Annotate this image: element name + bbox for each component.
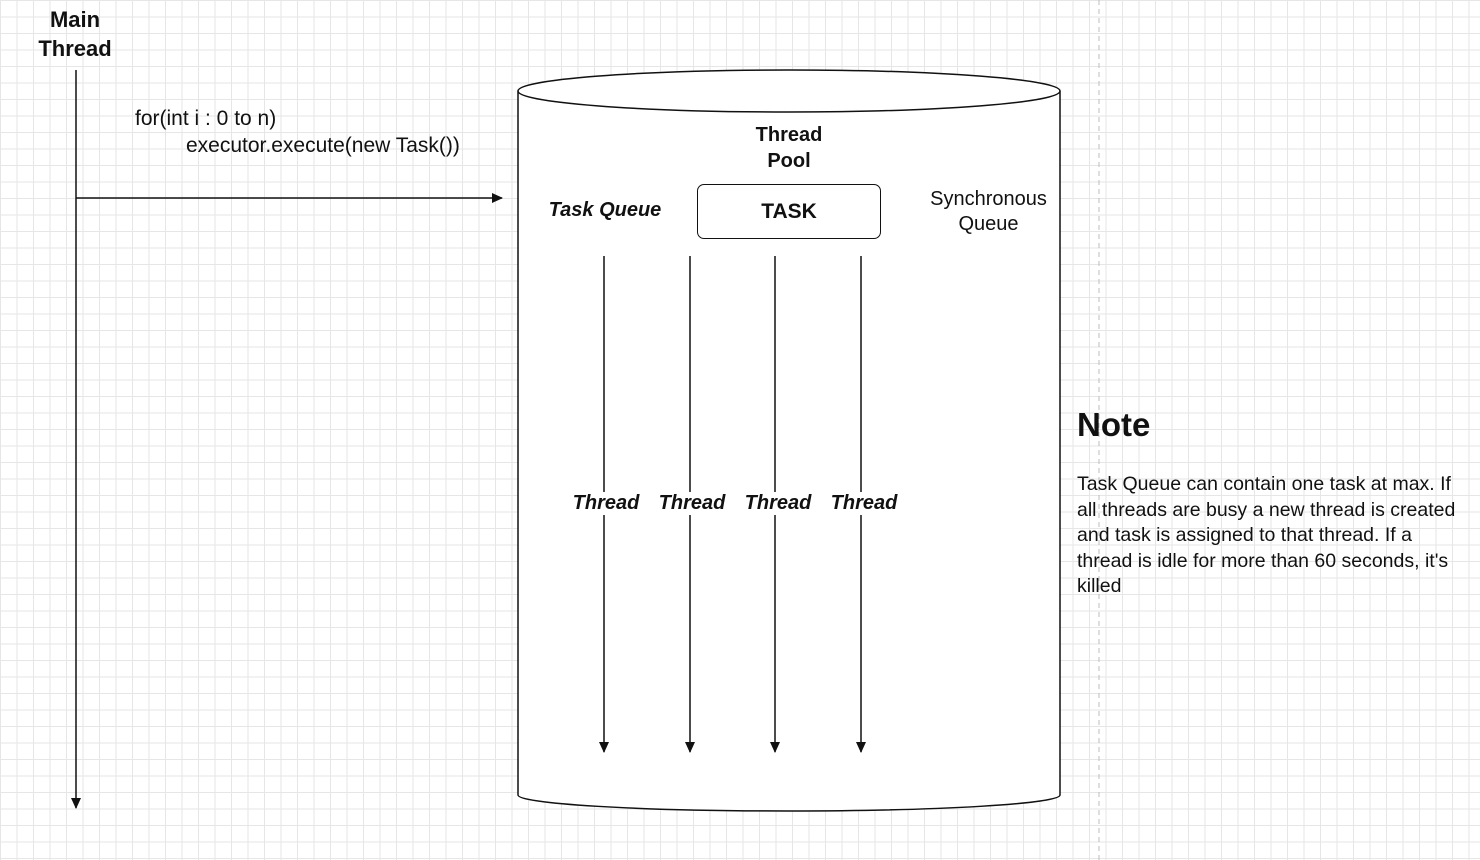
thread-label-1: Thread [561, 492, 651, 515]
code-loop-line: for(int i : 0 to n) [135, 107, 277, 130]
note-body: Task Queue can contain one task at max. … [1077, 473, 1456, 597]
thread-pool-title: Thread Pool [755, 124, 823, 172]
synchronous-queue-label: Synchronous Queue [930, 188, 1047, 235]
thread-label-3: Thread [733, 492, 823, 515]
task-box: TASK [697, 184, 881, 239]
note-title: Note [1077, 406, 1151, 443]
code-execute-line: executor.execute(new Task()) [186, 134, 460, 157]
main-thread-label: Main Thread [38, 7, 112, 61]
task-queue-label: Task Queue [548, 199, 662, 221]
thread-label-4: Thread [819, 492, 909, 515]
thread-pool-cylinder [517, 69, 1061, 812]
thread-label-2: Thread [647, 492, 737, 515]
